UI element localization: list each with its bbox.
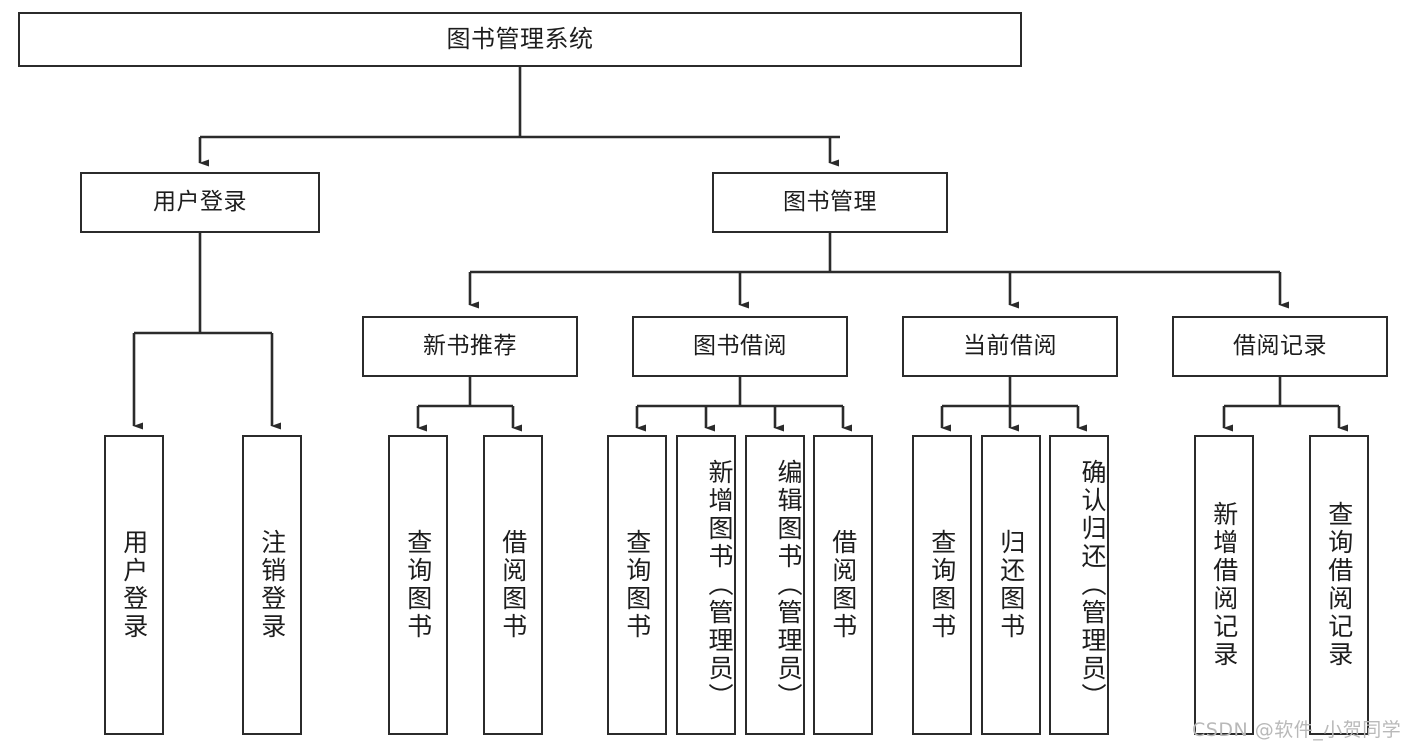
leaf-new-book-query-book-label: 查询图书 <box>403 529 433 641</box>
leaf-record-query-record[interactable]: 查询借阅记录 <box>1309 435 1369 735</box>
csdn-watermark: CSDN @软件_小贺同学 <box>1192 719 1402 741</box>
leaf-borrow-borrow-book-label: 借阅图书 <box>828 529 858 641</box>
node-book-borrow-label: 图书借阅 <box>693 332 787 359</box>
leaf-user-login-signin[interactable]: 用户登录 <box>104 435 164 735</box>
node-current-borrow-label: 当前借阅 <box>963 332 1057 359</box>
leaf-borrow-query-book-label: 查询图书 <box>622 529 652 641</box>
leaf-borrow-add-book-admin[interactable]: 新增图书（管理员） <box>676 435 736 735</box>
node-borrow-record[interactable]: 借阅记录 <box>1172 316 1388 377</box>
leaf-borrow-add-book-admin-label: 新增图书（管理员） <box>705 459 734 711</box>
node-book-management-label: 图书管理 <box>783 188 877 215</box>
leaf-current-query-book[interactable]: 查询图书 <box>912 435 972 735</box>
node-new-book-recommend-label: 新书推荐 <box>423 332 517 359</box>
leaf-borrow-borrow-book[interactable]: 借阅图书 <box>813 435 873 735</box>
leaf-new-book-borrow-book[interactable]: 借阅图书 <box>483 435 543 735</box>
leaf-record-query-record-label: 查询借阅记录 <box>1324 501 1354 669</box>
node-user-login[interactable]: 用户登录 <box>80 172 320 233</box>
leaf-borrow-query-book[interactable]: 查询图书 <box>607 435 667 735</box>
leaf-current-query-book-label: 查询图书 <box>927 529 957 641</box>
leaf-record-add-record-label: 新增借阅记录 <box>1209 501 1239 669</box>
node-new-book-recommend[interactable]: 新书推荐 <box>362 316 578 377</box>
node-current-borrow[interactable]: 当前借阅 <box>902 316 1118 377</box>
leaf-current-return-book[interactable]: 归还图书 <box>981 435 1041 735</box>
leaf-current-confirm-return-admin-label: 确认归还（管理员） <box>1078 459 1107 711</box>
leaf-record-add-record[interactable]: 新增借阅记录 <box>1194 435 1254 735</box>
leaf-borrow-edit-book-admin-label: 编辑图书（管理员） <box>774 459 803 711</box>
leaf-current-return-book-label: 归还图书 <box>996 529 1026 641</box>
leaf-user-login-signin-label: 用户登录 <box>119 529 149 641</box>
leaf-new-book-borrow-book-label: 借阅图书 <box>498 529 528 641</box>
node-user-login-label: 用户登录 <box>153 188 247 215</box>
leaf-user-login-signout-label: 注销登录 <box>257 529 287 641</box>
leaf-new-book-query-book[interactable]: 查询图书 <box>388 435 448 735</box>
node-book-borrow[interactable]: 图书借阅 <box>632 316 848 377</box>
node-borrow-record-label: 借阅记录 <box>1233 332 1327 359</box>
node-root-book-management-system[interactable]: 图书管理系统 <box>18 12 1022 67</box>
leaf-borrow-edit-book-admin[interactable]: 编辑图书（管理员） <box>745 435 805 735</box>
leaf-user-login-signout[interactable]: 注销登录 <box>242 435 302 735</box>
node-root-label: 图书管理系统 <box>446 25 594 54</box>
node-book-management[interactable]: 图书管理 <box>712 172 948 233</box>
leaf-current-confirm-return-admin[interactable]: 确认归还（管理员） <box>1049 435 1109 735</box>
